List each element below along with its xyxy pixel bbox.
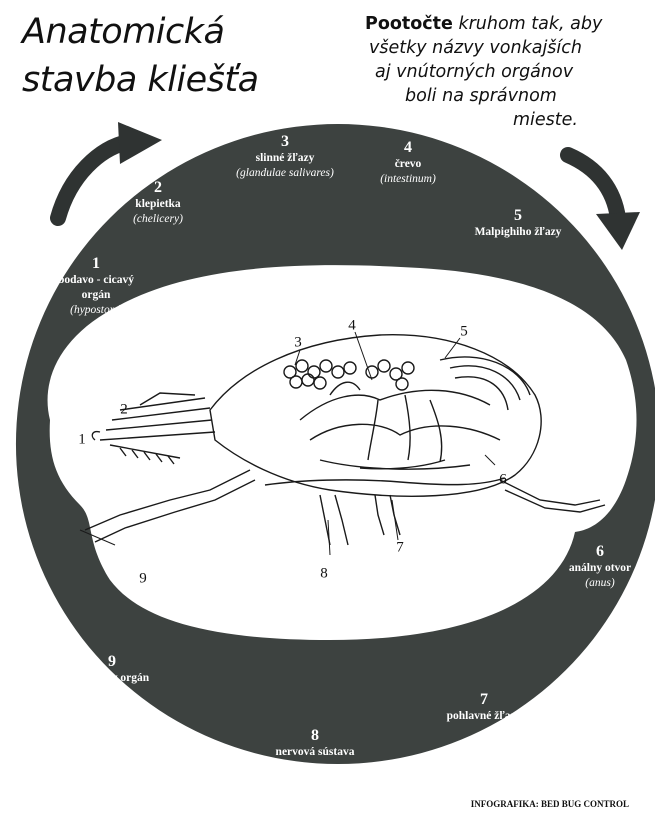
instructions-line-1-rest: kruhom tak, aby	[453, 14, 602, 34]
ring-label-number: 2	[133, 178, 183, 197]
ring-label-9: 9 Hallerov orgán	[75, 652, 149, 686]
diagram-number-3: 3	[294, 335, 302, 352]
ring-label-number: 3	[236, 132, 334, 151]
ring-label-latin: (chelicery)	[133, 212, 183, 227]
diagram-number-5: 5	[460, 324, 468, 341]
ring-label-name: nervová sústava	[276, 745, 355, 760]
ring-label-name: bodavo - cicavý	[58, 273, 134, 288]
instructions-line-2: všetky názvy vonkajších	[345, 36, 650, 60]
ring-label-number: 6	[569, 542, 631, 561]
diagram-number-9: 9	[139, 571, 147, 588]
ring-label-number: 7	[447, 690, 522, 709]
ring-label-name: klepietka	[133, 197, 183, 212]
ring-label-name: Malpighiho žľazy	[475, 225, 562, 240]
ring-label-2: 2 klepietka (chelicery)	[133, 178, 183, 227]
ring-label-name: análny otvor	[569, 561, 631, 576]
ring-label-latin: (hypostom)	[58, 303, 134, 318]
tick-illustration	[80, 332, 605, 555]
ring-label-number: 9	[75, 652, 149, 671]
credit: INFOGRAFIKA: BED BUG CONTROL	[471, 799, 629, 809]
ring-label-latin: (glandulae salivares)	[236, 166, 334, 181]
instructions-line-4: boli na správnom	[345, 84, 650, 108]
instructions-bold: Pootočte	[365, 14, 453, 34]
ring-label-6: 6 análny otvor (anus)	[569, 542, 631, 591]
instructions-line-3: aj vnútorných orgánov	[345, 60, 650, 84]
instructions-line-1: Pootočte kruhom tak, aby	[345, 12, 650, 36]
ring-label-latin: (intestinum)	[380, 172, 436, 187]
ring-label-name: orgán	[58, 288, 134, 303]
diagram-number-2: 2	[120, 402, 128, 419]
diagram-number-4: 4	[348, 318, 356, 335]
ring-label-name: slinné žľazy	[236, 151, 334, 166]
ring-label-1: 1 bodavo - cicavý orgán (hypostom)	[58, 254, 134, 318]
ring-label-5: 5 Malpighiho žľazy	[475, 206, 562, 240]
ring-label-name: Hallerov orgán	[75, 671, 149, 686]
ring-label-latin: (anus)	[569, 576, 631, 591]
instructions-line-5: mieste.	[345, 108, 650, 132]
ring-label-4: 4 črevo (intestinum)	[380, 138, 436, 187]
ring-label-number: 8	[276, 726, 355, 745]
ring-label-number: 4	[380, 138, 436, 157]
diagram-number-6: 6	[499, 472, 507, 489]
ring-label-number: 5	[475, 206, 562, 225]
ring-label-7: 7 pohlavné žľazy	[447, 690, 522, 724]
diagram-number-1: 1	[78, 432, 86, 449]
ring-label-number: 1	[58, 254, 134, 273]
ring-label-8: 8 nervová sústava	[276, 726, 355, 760]
instructions: Pootočte kruhom tak, aby všetky názvy vo…	[345, 12, 650, 132]
title: Anatomická stavba kliešťa	[22, 8, 352, 104]
ring-label-name: pohlavné žľazy	[447, 709, 522, 724]
title-line-1: Anatomická	[22, 8, 352, 56]
ring-label-3: 3 slinné žľazy (glandulae salivares)	[236, 132, 334, 181]
diagram-number-8: 8	[320, 566, 328, 583]
ring-label-name: črevo	[380, 157, 436, 172]
diagram-number-7: 7	[396, 540, 404, 557]
title-line-2: stavba kliešťa	[22, 56, 352, 104]
